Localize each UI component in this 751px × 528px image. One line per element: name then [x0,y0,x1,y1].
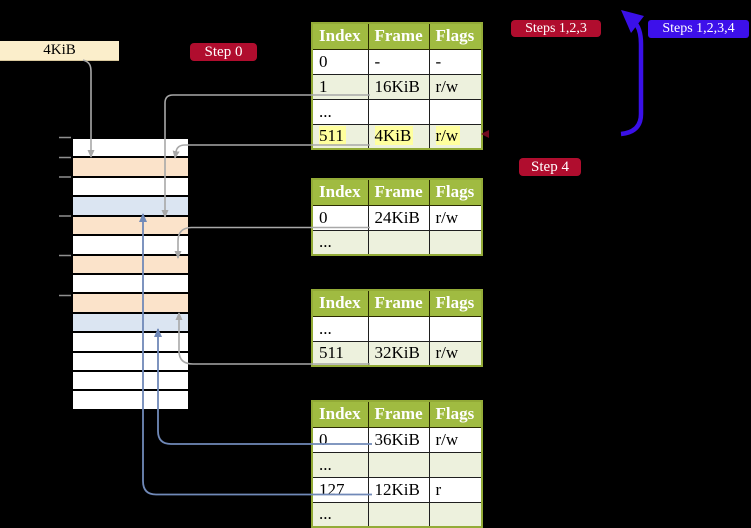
column-header-flags: Flags [428,22,483,50]
page-size-label: 4KiB [43,42,76,58]
column-header-flags: Flags [428,289,483,317]
table-cell: 127 [311,476,369,503]
table-cell [428,229,483,256]
memory-row-peach [73,255,188,273]
table-cell [367,315,430,342]
table-cell: ... [311,229,369,256]
table-cell: 24KiB [367,204,430,231]
table-cell [367,501,430,528]
table-cell [428,501,483,528]
table-cell: - [428,48,483,75]
steps-1234-badge: Steps 1,2,3,4 [648,20,749,38]
table-cell [367,451,430,478]
step-0-label: Step 0 [204,43,243,60]
highlighted-value: 4KiB [374,126,414,146]
memory-row-blue [73,197,188,215]
table-row: 511 4KiB r/w [311,123,483,150]
memory-row-peach [73,158,188,176]
table-row: ... [311,451,483,478]
table-cell: ... [311,315,369,342]
table-cell: ... [311,98,369,125]
table-cell [428,98,483,125]
table-row: 0-- [311,48,483,75]
column-header-flags: Flags [428,400,483,428]
table-cell: - [367,48,430,75]
step-4-badge: Step 4 [519,158,581,176]
table-cell: 4KiB [367,123,430,150]
steps-arrow [620,19,644,137]
table-row: ... [311,229,483,256]
memory-row-peach [73,294,188,312]
column-header-frame: Frame [367,289,430,317]
highlighted-value: 511 [319,126,346,146]
table-cell [428,451,483,478]
steps-123-badge: Steps 1,2,3 [511,20,601,37]
table-cell [428,315,483,342]
steps-123-label: Steps 1,2,3 [525,20,587,36]
memory-row-peach [73,216,188,235]
step-4-label: Step 4 [531,158,569,175]
steps-1234-label: Steps 1,2,3,4 [662,21,735,36]
table-cell: r/w [428,426,483,453]
table-cell: ... [311,451,369,478]
memory-row-white [73,139,188,157]
column-header-frame: Frame [367,22,430,50]
table-row: ... [311,98,483,125]
table-cell: ... [311,501,369,528]
column-header-index: Index [311,289,369,317]
column-header-index: Index [311,22,369,50]
table-cell: 511 [311,123,369,150]
memory-row-white [73,333,188,351]
table-cell: 511 [311,340,369,367]
memory-row-white [73,352,188,371]
table-cell: 36KiB [367,426,430,453]
table-cell: r/w [428,123,483,150]
table-cell [367,229,430,256]
table-row: ... [311,501,483,528]
table-cell: r [428,476,483,503]
table-cell: r/w [428,73,483,100]
memory-strip-ticks [59,136,71,297]
table-cell: 0 [311,48,369,75]
column-header-frame: Frame [367,400,430,428]
memory-row-white [73,236,188,254]
table-cell: r/w [428,340,483,367]
column-header-index: Index [311,178,369,206]
memory-row-white [73,177,188,196]
column-header-flags: Flags [428,178,483,206]
table-cell: 0 [311,426,369,453]
memory-strip [71,137,190,411]
table-cell: 32KiB [367,340,430,367]
table-cell: 16KiB [367,73,430,100]
table-cell: 1 [311,73,369,100]
highlighted-value: r/w [435,126,461,146]
table-cell [367,98,430,125]
table-cell: 12KiB [367,476,430,503]
memory-row-white [73,372,188,390]
memory-row-white [73,274,188,293]
column-header-frame: Frame [367,178,430,206]
table-cell: r/w [428,204,483,231]
steps-arrow-head-icon [621,10,644,33]
page-size-box: 4KiB [0,41,119,61]
table-cell: 0 [311,204,369,231]
step-0-badge: Step 0 [190,43,257,61]
memory-row-white [73,391,188,409]
table-row: ... [311,315,483,342]
memory-row-blue [73,313,188,332]
column-header-index: Index [311,400,369,428]
